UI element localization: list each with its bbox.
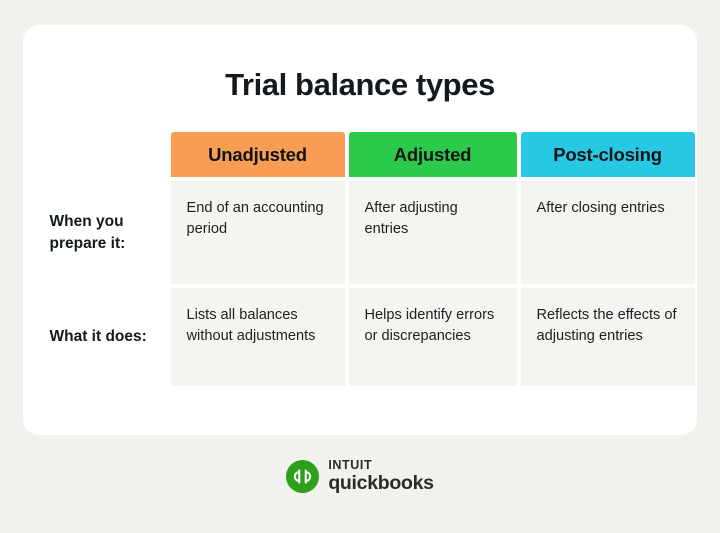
brand-intuit-text: INTUIT xyxy=(328,458,373,472)
brand-wordmark: INTUIT quickbooks xyxy=(328,458,434,494)
table-cell-when-unadjusted: End of an accounting period xyxy=(170,181,345,284)
quickbooks-qb-icon xyxy=(286,459,320,493)
row-label-what-it-does: What it does: xyxy=(49,328,147,345)
column-header-unadjusted: Unadjusted xyxy=(170,132,345,177)
comparison-table: Unadjusted Adjusted Post-closing When yo… xyxy=(32,132,695,386)
brand-logo: INTUIT quickbooks xyxy=(286,458,434,494)
page-title: Trial balance types xyxy=(225,67,495,102)
table-cell-when-post-closing: After closing entries xyxy=(520,181,695,284)
column-header-adjusted: Adjusted xyxy=(348,132,517,177)
row-label-when-you-prepare-it: When you prepare it: xyxy=(49,212,126,252)
table-cell-what-post-closing: Reflects the effects of adjusting entrie… xyxy=(520,288,695,386)
table-cell-what-unadjusted: Lists all balances without adjustments xyxy=(170,288,345,386)
table-cell-what-adjusted: Helps identify errors or discrepancies xyxy=(348,288,517,386)
table-corner-blank xyxy=(34,132,167,177)
table-cell-when-adjusted: After adjusting entries xyxy=(348,181,517,284)
column-header-post-closing: Post-closing xyxy=(520,132,695,177)
infographic-card: Trial balance types Unadjusted Adjusted … xyxy=(23,25,697,435)
brand-quickbooks-text: quickbooks xyxy=(328,471,434,494)
